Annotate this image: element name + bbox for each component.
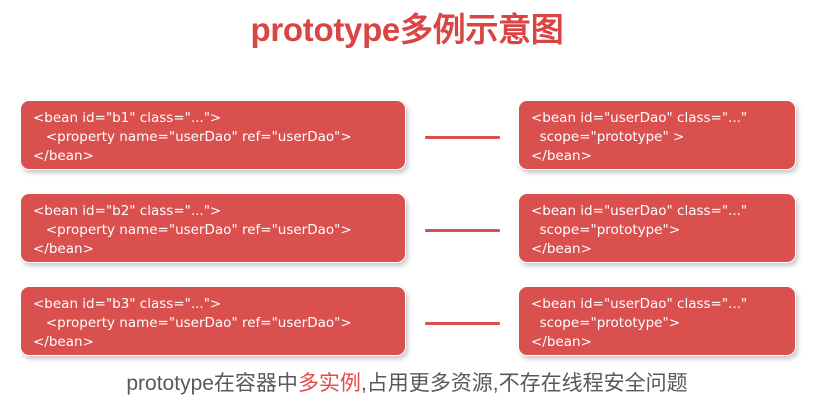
code-line: <property name="userDao" ref="userDao">	[33, 222, 352, 238]
bean-definition-box-right: <bean id="userDao" class="..." scope="pr…	[518, 193, 796, 263]
caption-part-2: ,占用更多资源,不存在线程安全问题	[360, 372, 688, 395]
code-line: </bean>	[531, 148, 592, 164]
bean-rows: <bean id="b1" class="..."> <property nam…	[0, 100, 814, 379]
code-line: scope="prototype">	[531, 222, 681, 238]
code-line: </bean>	[531, 334, 592, 350]
code-line: <bean id="userDao" class="..."	[531, 110, 748, 126]
code-line: </bean>	[33, 241, 94, 257]
bean-row: <bean id="b3" class="..."> <property nam…	[0, 286, 814, 356]
caption-highlight: 多实例	[297, 372, 361, 395]
bean-row: <bean id="b1" class="..."> <property nam…	[0, 100, 814, 170]
code-line: </bean>	[33, 148, 94, 164]
code-line: </bean>	[33, 334, 94, 350]
bean-definition-box-left: <bean id="b3" class="..."> <property nam…	[20, 286, 406, 356]
connector-line-icon	[425, 322, 500, 325]
code-line: <bean id="b1" class="...">	[33, 110, 222, 126]
code-line: <property name="userDao" ref="userDao">	[33, 315, 352, 331]
connector-line-icon	[425, 229, 500, 232]
diagram-caption: prototype在容器中多实例,占用更多资源,不存在线程安全问题	[0, 369, 814, 399]
connector-line-icon	[425, 136, 500, 139]
bean-definition-box-right: <bean id="userDao" class="..." scope="pr…	[518, 286, 796, 356]
code-line: </bean>	[531, 241, 592, 257]
code-line: scope="prototype" >	[531, 129, 685, 145]
bean-row: <bean id="b2" class="..."> <property nam…	[0, 193, 814, 263]
bean-definition-box-right: <bean id="userDao" class="..." scope="pr…	[518, 100, 796, 170]
bean-definition-box-left: <bean id="b1" class="..."> <property nam…	[20, 100, 406, 170]
code-line: scope="prototype">	[531, 315, 681, 331]
diagram-title: prototype多例示意图	[250, 11, 564, 48]
code-line: <bean id="b3" class="...">	[33, 296, 222, 312]
code-line: <property name="userDao" ref="userDao">	[33, 129, 352, 145]
caption-part-1: prototype在容器中	[126, 372, 298, 395]
bean-definition-box-left: <bean id="b2" class="..."> <property nam…	[20, 193, 406, 263]
code-line: <bean id="userDao" class="..."	[531, 296, 748, 312]
code-line: <bean id="userDao" class="..."	[531, 203, 748, 219]
code-line: <bean id="b2" class="...">	[33, 203, 222, 219]
